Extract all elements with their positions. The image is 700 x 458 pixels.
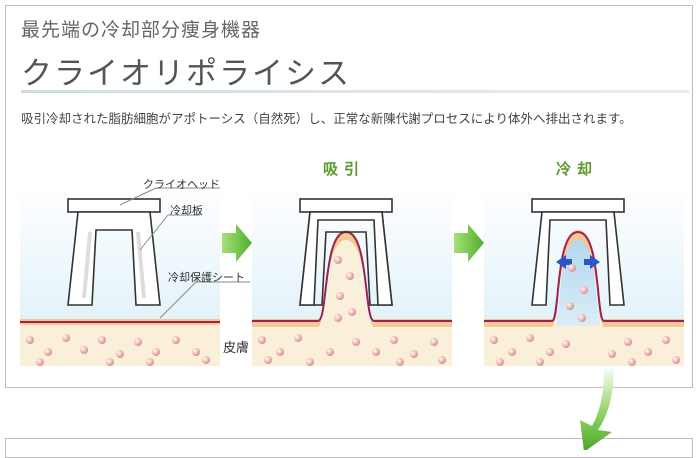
fat-cell: [672, 356, 680, 364]
fat-cell: [294, 334, 302, 342]
fat-cell: [390, 336, 398, 344]
fat-cell: [172, 336, 180, 344]
fat-cell: [580, 286, 588, 294]
fat-cell: [566, 302, 574, 310]
cryo-head: [67, 198, 161, 306]
fat-cell: [62, 334, 70, 342]
panel-before: [20, 186, 220, 366]
stage-label-cooling: 冷却: [556, 160, 599, 178]
fat-cell: [80, 346, 88, 354]
callout-lines: [119, 187, 250, 319]
fat-cell: [526, 334, 534, 342]
fat-cell: [106, 358, 114, 366]
fat-cell: [36, 358, 44, 366]
fat-cell: [628, 358, 636, 366]
fat-cell: [662, 336, 670, 344]
stage-arrow-icon: [454, 224, 484, 262]
fat-cell: [134, 338, 142, 346]
fat-cell: [152, 348, 160, 356]
fat-cell: [326, 348, 334, 356]
label-cryo-head: クライオヘッド: [143, 178, 220, 191]
panel-cooling: [484, 186, 684, 366]
fat-cell: [306, 358, 314, 366]
fat-cell: [348, 308, 356, 316]
fat-cell: [346, 272, 354, 280]
fat-cell: [146, 358, 154, 366]
fat-cell: [116, 350, 124, 358]
fat-cell: [44, 348, 52, 356]
fat-cell: [644, 348, 652, 356]
fat-cells: [26, 256, 680, 366]
fat-cell: [372, 348, 380, 356]
fat-cell: [336, 292, 344, 300]
label-cooling-plate: 冷却板: [170, 203, 203, 217]
fat-cell: [496, 358, 504, 366]
fat-cell: [508, 348, 516, 356]
description-text: 吸引冷却された脂肪細胞がアポトーシス（自然死）し、正常な新陳代謝プロセスにより体…: [21, 111, 632, 126]
fat-cell: [546, 348, 554, 356]
fat-cell: [334, 256, 342, 264]
next-step-arrow-icon: [580, 366, 614, 450]
fat-cell: [202, 356, 210, 364]
fat-cell: [536, 358, 544, 366]
cryo-head: [299, 198, 393, 306]
fat-cell: [258, 336, 266, 344]
fat-cell: [352, 338, 360, 346]
title-divider: [21, 90, 689, 93]
fat-cell: [192, 348, 200, 356]
fat-cell: [396, 358, 404, 366]
label-skin: 皮膚: [223, 340, 249, 356]
label-protective-sheet: 冷却保護シート: [168, 270, 245, 284]
stage-label-suction: 吸引: [323, 160, 366, 178]
fat-cell: [276, 348, 284, 356]
fat-cell: [410, 350, 418, 358]
fat-cell: [568, 264, 576, 272]
fat-cell: [26, 336, 34, 344]
page-subtitle: 最先端の冷却部分痩身機器: [21, 19, 262, 41]
page-title: クライオリポライシス: [21, 56, 351, 92]
cooling-arrow-right-icon: [584, 255, 600, 269]
fat-cell: [578, 314, 586, 322]
fat-cell: [438, 356, 446, 364]
cooling-arrow-left-icon: [556, 255, 572, 269]
fat-cell: [608, 350, 616, 358]
stage-arrow-icon: [222, 224, 252, 262]
fat-cell: [334, 314, 342, 322]
fat-cell: [562, 340, 570, 348]
fat-cell: [430, 338, 438, 346]
fat-cell: [98, 336, 106, 344]
fat-cell: [490, 336, 498, 344]
fat-cell: [264, 356, 272, 364]
fat-cell: [624, 338, 632, 346]
cryo-head: [531, 198, 625, 306]
